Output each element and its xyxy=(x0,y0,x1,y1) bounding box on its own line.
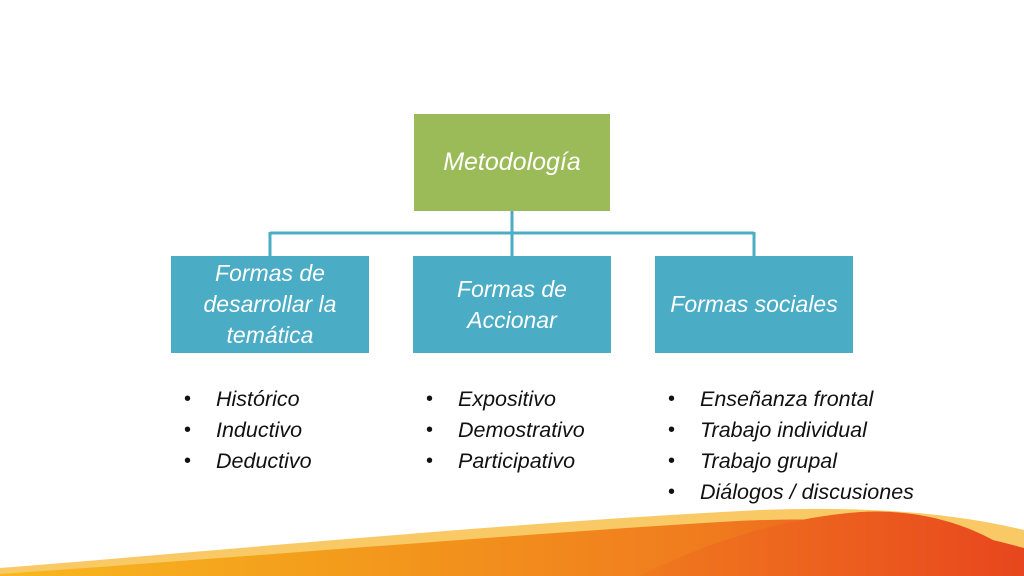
list-item: Expositivo xyxy=(415,384,585,415)
node-metodologia: Metodología xyxy=(414,114,610,211)
node-formas-desarrollar: Formas de desarrollar la temática xyxy=(171,256,369,353)
node-formas-accionar-label: Formas de Accionar xyxy=(457,275,567,333)
node-metodologia-label: Metodología xyxy=(443,148,581,176)
list-item: Histórico xyxy=(173,384,312,415)
list-item: Trabajo grupal xyxy=(657,446,914,477)
node-formas-sociales-label: Formas sociales xyxy=(670,291,838,317)
list-formas-accionar: Expositivo Demostrativo Participativo xyxy=(415,384,585,477)
list-item: Demostrativo xyxy=(415,415,585,446)
list-item: Trabajo individual xyxy=(657,415,914,446)
node-formas-desarrollar-label: Formas de desarrollar la temática xyxy=(203,260,337,348)
node-formas-accionar: Formas de Accionar xyxy=(413,256,611,353)
wave-band-red xyxy=(640,511,1024,576)
list-item: Diálogos / discusiones xyxy=(657,477,914,508)
list-item: Deductivo xyxy=(173,446,312,477)
list-item: Participativo xyxy=(415,446,585,477)
list-formas-desarrollar: Histórico Inductivo Deductivo xyxy=(173,384,312,477)
list-item: Inductivo xyxy=(173,415,312,446)
list-item: Enseñanza frontal xyxy=(657,384,914,415)
node-formas-sociales: Formas sociales xyxy=(655,256,853,353)
list-formas-sociales: Enseñanza frontal Trabajo individual Tra… xyxy=(657,384,914,508)
